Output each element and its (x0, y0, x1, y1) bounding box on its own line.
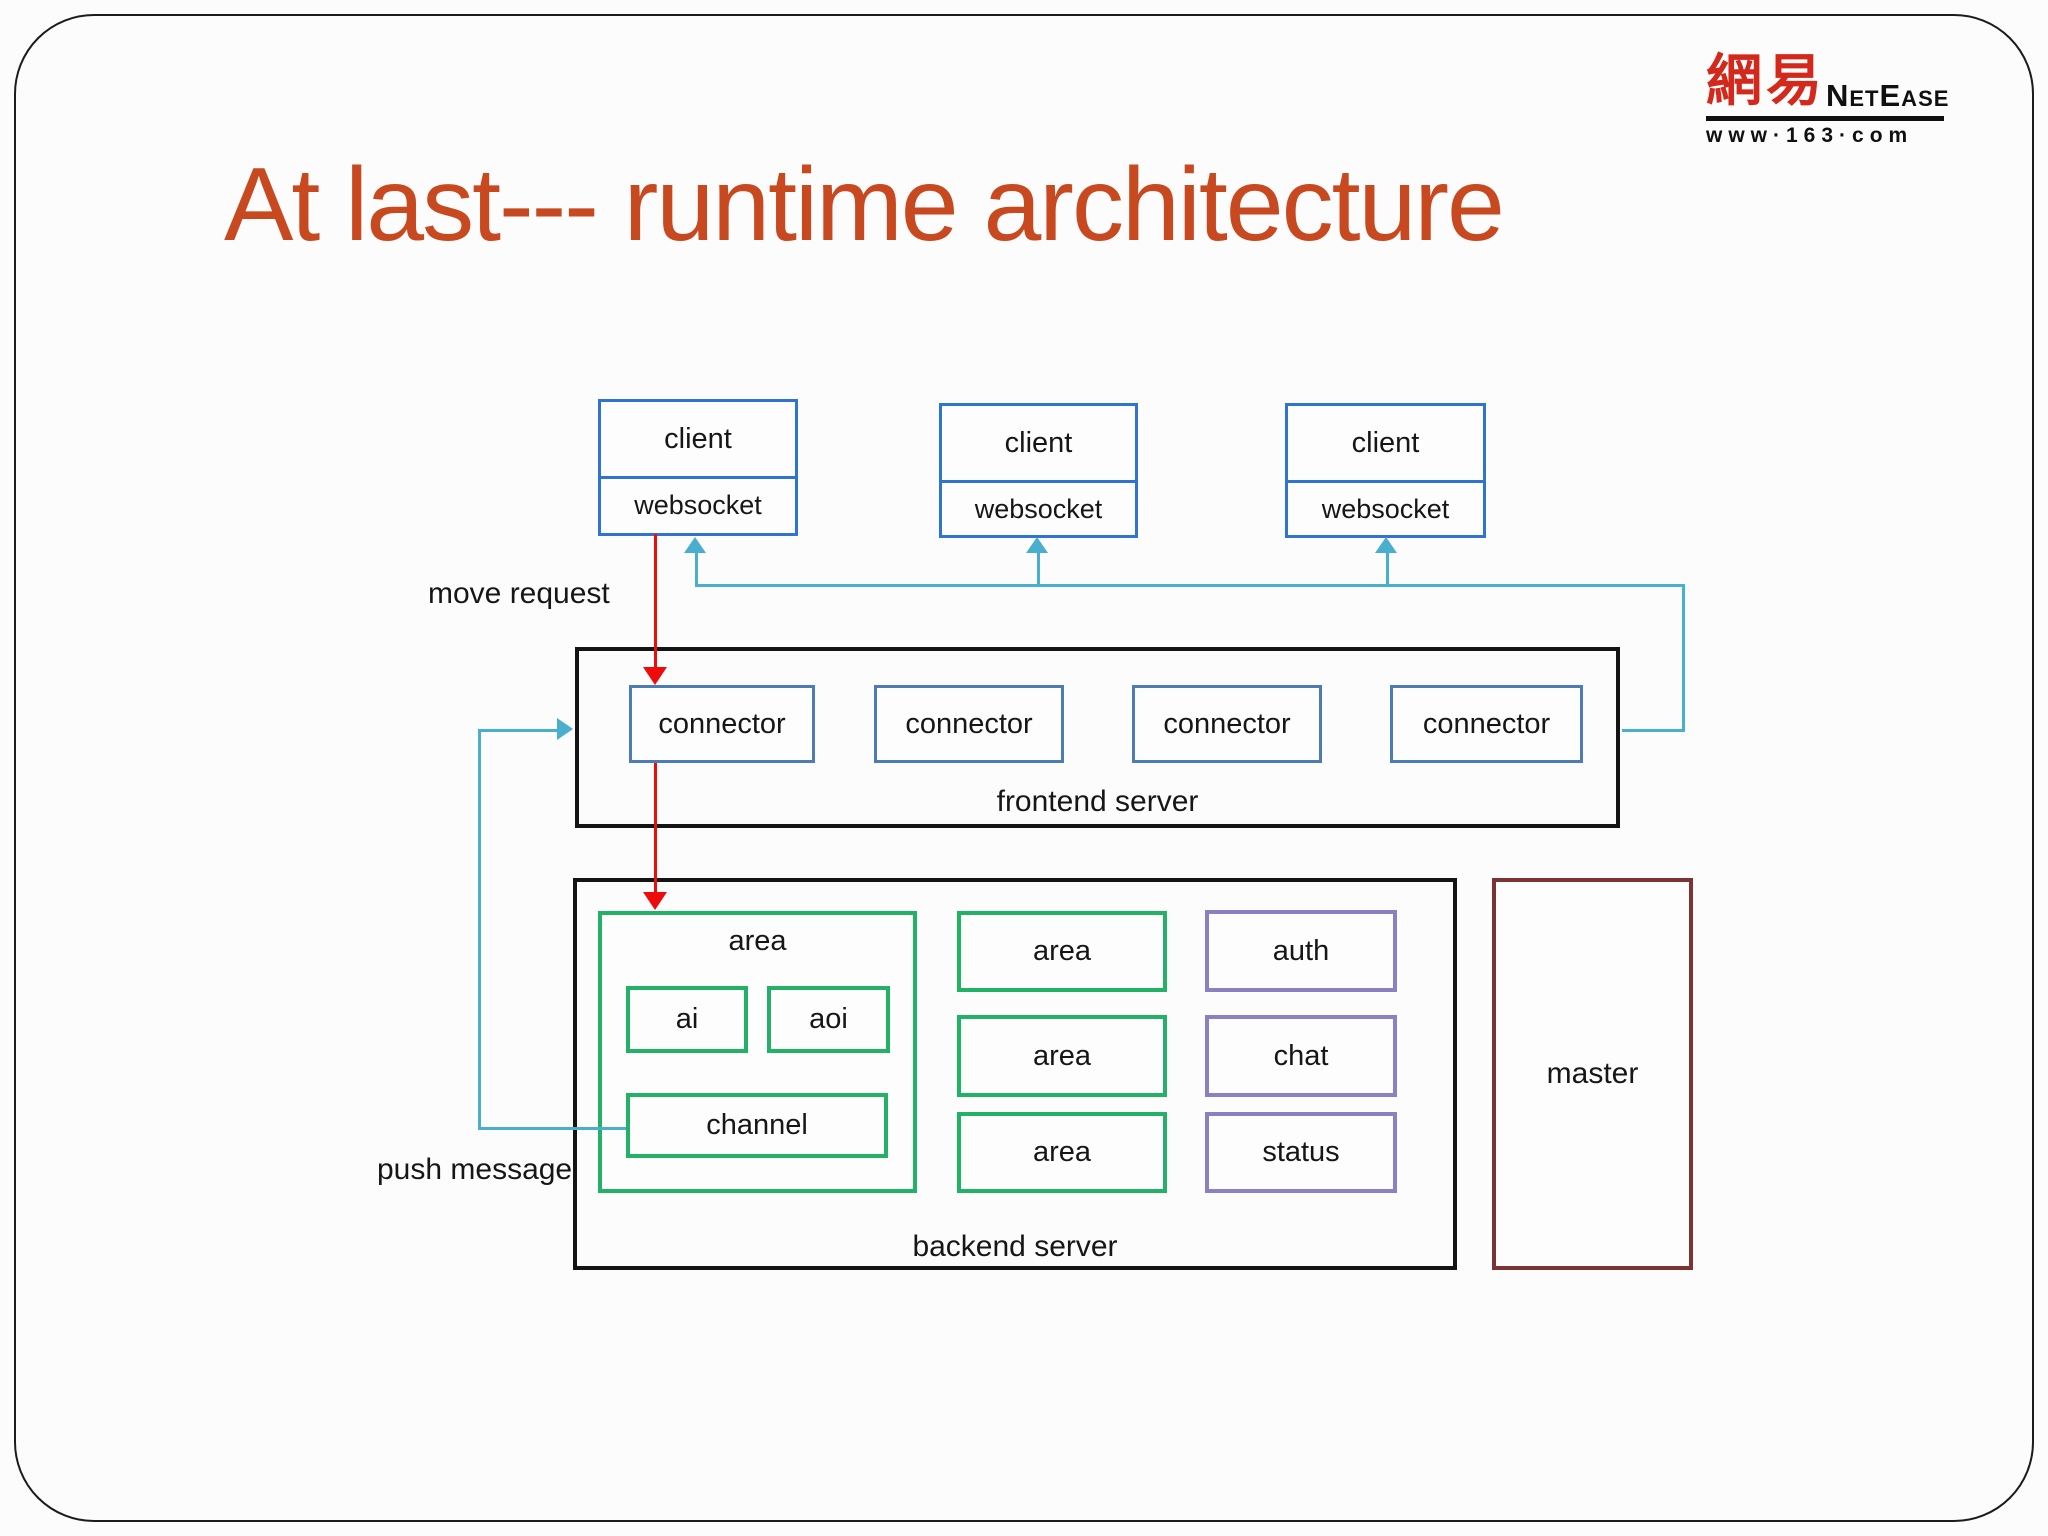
netease-logo-url: www·163·com (1706, 124, 1914, 147)
client-box-2: client websocket (939, 403, 1138, 538)
websocket-label: websocket (1288, 480, 1483, 537)
push-message-line (478, 729, 481, 1130)
chat-box: chat (1205, 1015, 1397, 1097)
websocket-label: websocket (942, 480, 1135, 537)
slide-rounded-border (14, 14, 2034, 1522)
move-request-line (654, 534, 657, 667)
ai-box: ai (626, 986, 748, 1053)
channel-box: channel (626, 1093, 888, 1158)
channel-out-line (481, 1127, 626, 1130)
arrowhead-up-icon (684, 537, 706, 553)
area-box-2: area (957, 1015, 1167, 1097)
netease-logo-underline (1706, 116, 1944, 121)
arrowhead-up-icon (1375, 537, 1397, 553)
frontend-out-line (1622, 729, 1685, 732)
area-group-label: area (728, 925, 787, 957)
push-message-label: push message (377, 1153, 573, 1186)
area-box-1: area (957, 911, 1167, 992)
push-into-frontend-line (481, 729, 557, 732)
master-label: master (1546, 1057, 1639, 1090)
connector-to-area-line (654, 763, 657, 892)
netease-logo-brand: NetEase (1826, 78, 1950, 113)
move-request-label: move request (428, 577, 610, 610)
response-branch-line-1 (695, 553, 698, 584)
arrowhead-down-icon (643, 892, 667, 910)
client-box-1: client websocket (598, 399, 798, 536)
response-right-line (1682, 584, 1685, 732)
client-label: client (1351, 427, 1420, 459)
backend-server-label: backend server (912, 1230, 1118, 1263)
websocket-label: websocket (601, 476, 795, 533)
aoi-box: aoi (767, 986, 890, 1053)
client-label: client (664, 423, 732, 455)
backend-server-box: backend server (573, 878, 1457, 1270)
connector-box-1: connector (629, 685, 815, 763)
connector-box-2: connector (874, 685, 1064, 763)
page-title: At last--- runtime architecture (224, 147, 1505, 263)
arrowhead-up-icon (1026, 537, 1048, 553)
connector-box-3: connector (1132, 685, 1322, 763)
netease-logo-hanzi: 網易 (1706, 49, 1826, 112)
master-box: master (1492, 878, 1693, 1270)
client-box-3: client websocket (1285, 403, 1486, 538)
arrowhead-right-icon (557, 718, 573, 740)
auth-box: auth (1205, 910, 1397, 992)
frontend-server-box: frontend server (575, 647, 1620, 828)
status-box: status (1205, 1112, 1397, 1193)
response-branch-line-2 (1037, 553, 1040, 584)
area-box-3: area (957, 1112, 1167, 1193)
connector-box-4: connector (1390, 685, 1583, 763)
client-label: client (1004, 427, 1073, 459)
frontend-server-label: frontend server (996, 785, 1199, 818)
response-branch-line-3 (1386, 553, 1389, 584)
response-bus-line (695, 584, 1685, 587)
arrowhead-down-icon (643, 667, 667, 685)
